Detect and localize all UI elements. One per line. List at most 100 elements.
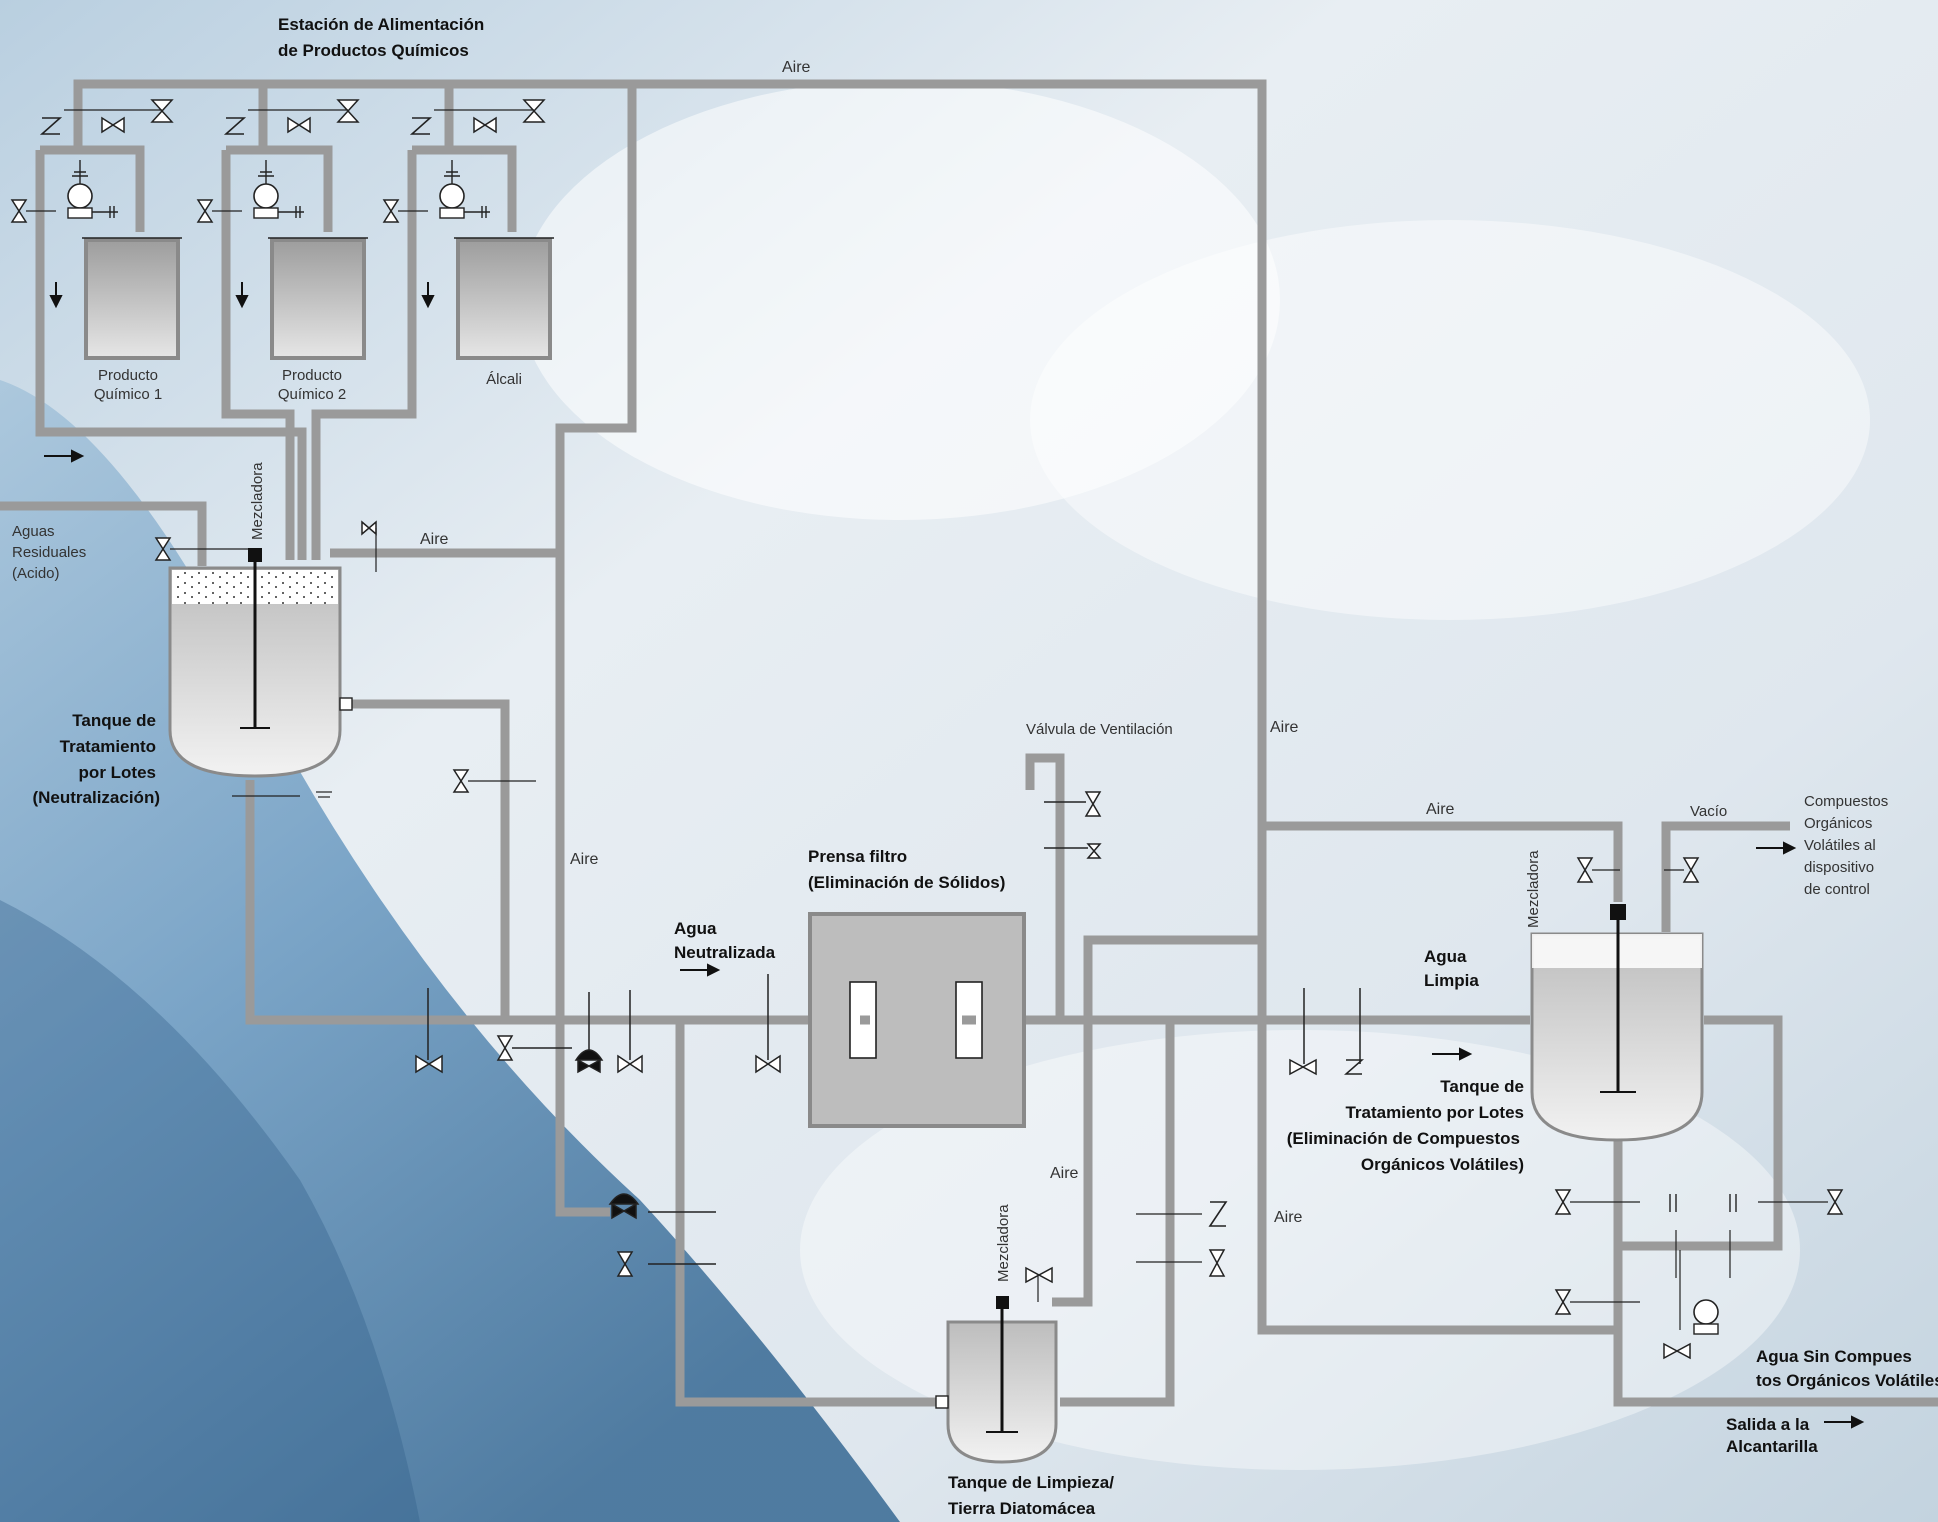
wastewater-label: Aguas: [12, 523, 55, 540]
air-to-voc-tank: [1262, 821, 1623, 902]
mixer-label: Mezcladora: [249, 462, 266, 540]
voc-tank-label: (Eliminación de Compuestos: [1287, 1129, 1520, 1148]
check-valve-icon: [1344, 1059, 1364, 1075]
neut-tank-label: Tratamiento: [60, 737, 156, 756]
valve-icon: [101, 116, 125, 134]
voc-tank-label: Tanque de: [1440, 1077, 1524, 1096]
valve-icon: [522, 99, 546, 123]
alkali-pump-icon: [439, 183, 465, 209]
valve-icon: [1682, 857, 1700, 883]
valve-icon: [1208, 1249, 1226, 1277]
valve-icon: [1289, 1058, 1317, 1076]
neutralization-tank: [154, 520, 536, 798]
arrow-right-icon: [1459, 1047, 1473, 1061]
mixer-label: Mezcladora: [1525, 850, 1542, 928]
check-valves: [39, 117, 433, 135]
station1-loop: [35, 145, 307, 560]
neut-tank-label: por Lotes: [79, 763, 156, 782]
chem2-tank: [270, 238, 366, 360]
chem2-pump-icon: [253, 183, 279, 209]
main-line-valves: [415, 974, 781, 1277]
air-label: Aire: [420, 531, 449, 548]
vent-valves: [1044, 791, 1102, 859]
valve-icon: [755, 1054, 781, 1074]
feed-station-title: Estación de Alimentación: [278, 15, 484, 34]
cleaning-tank-label: Tierra Diatomácea: [948, 1499, 1096, 1518]
valve-icon: [150, 99, 174, 123]
clean-water-label: Agua: [1424, 947, 1467, 966]
valve-icon: [1025, 1266, 1053, 1284]
cleaning-loop: [675, 1020, 1175, 1407]
check-valve-icon: [39, 117, 63, 135]
air-header-pipe: [73, 79, 1615, 1335]
valve-icon: [196, 199, 214, 223]
mixer-label: Mezcladora: [995, 1204, 1012, 1282]
station-air-return: [555, 84, 637, 1217]
alkali-label: Álcali: [486, 371, 522, 388]
air-label: Aire: [570, 851, 599, 868]
air-label: Aire: [782, 59, 811, 76]
voc-tank-label: Orgánicos Volátiles): [1361, 1155, 1524, 1174]
sewer-exit-label: Alcantarilla: [1726, 1437, 1818, 1456]
neutral-water-label: Neutralizada: [674, 943, 776, 962]
check-valve-icon: [409, 117, 433, 135]
valve-icon: [1826, 1189, 1844, 1215]
valve-icon: [10, 199, 28, 223]
chem2-label: Producto: [282, 367, 342, 384]
clean-water-label: Limpia: [1424, 971, 1479, 990]
valve-icon: [616, 1251, 634, 1277]
check-valve-icon: [223, 117, 247, 135]
chem1-pump-icon: [67, 183, 93, 209]
arrow-right-icon: [71, 449, 85, 463]
chem1-label: Producto: [98, 367, 158, 384]
mixer-motor-icon: [1610, 904, 1626, 920]
valve-icon: [1084, 791, 1102, 817]
valve-icon: [1663, 1342, 1691, 1360]
chem2-label: Químico 2: [278, 386, 346, 403]
chem-station-2: [253, 160, 368, 360]
neut-outlet-pipe: [245, 780, 860, 1025]
voc-tank: [1530, 857, 1844, 1360]
wastewater-inlet: [0, 501, 207, 566]
chem-station-1: [67, 160, 182, 360]
chem-station-3: [439, 160, 554, 360]
valve-icon: [361, 520, 377, 536]
voc-free-water-label: tos Orgánicos Volátiles: [1756, 1371, 1938, 1390]
cleaning-tank-label: Tanque de Limpieza/: [948, 1473, 1114, 1492]
voc-control-label: Compuestos: [1804, 793, 1888, 810]
air-label: Aire: [1274, 1209, 1303, 1226]
vacuum-pipe: [1661, 821, 1790, 932]
sewer-exit-label: Salida a la: [1726, 1415, 1810, 1434]
neut-tank-label: (Neutralización): [32, 788, 160, 807]
flow-arrows: [44, 282, 1865, 1429]
valve-icon: [617, 1054, 643, 1074]
cloud: [1030, 220, 1870, 620]
valve-icon: [336, 99, 360, 123]
feed-station-title: de Productos Químicos: [278, 41, 469, 60]
valve-icon: [473, 116, 497, 134]
valve-icon: [452, 769, 470, 793]
chem1-label: Químico 1: [94, 386, 162, 403]
valve-icon: [287, 116, 311, 134]
check-valve-icon: [1208, 1201, 1228, 1227]
arrow-down-icon: [421, 295, 435, 309]
water-highlight: [0, 900, 420, 1522]
mixer-motor-icon: [248, 548, 262, 562]
cloud: [520, 80, 1280, 520]
arrow-down-icon: [235, 295, 249, 309]
voc-control-label: Volátiles al: [1804, 837, 1876, 854]
arrow-right-icon: [707, 963, 721, 977]
wastewater-label: Residuales: [12, 544, 86, 561]
vent-pipe: [1025, 753, 1065, 1020]
air-label: Aire: [1426, 801, 1455, 818]
station2-loop: [221, 145, 333, 560]
voc-free-water-label: Agua Sin Compues: [1756, 1347, 1912, 1366]
chem1-tank: [84, 238, 180, 360]
voc-control-label: de control: [1804, 881, 1870, 898]
valve-icon: [1576, 857, 1594, 883]
arrow-right-icon: [1851, 1415, 1865, 1429]
filter-press: [808, 912, 1026, 1128]
neut-tank-label: Tanque de: [72, 711, 156, 730]
pipe-network: [0, 79, 1938, 1407]
